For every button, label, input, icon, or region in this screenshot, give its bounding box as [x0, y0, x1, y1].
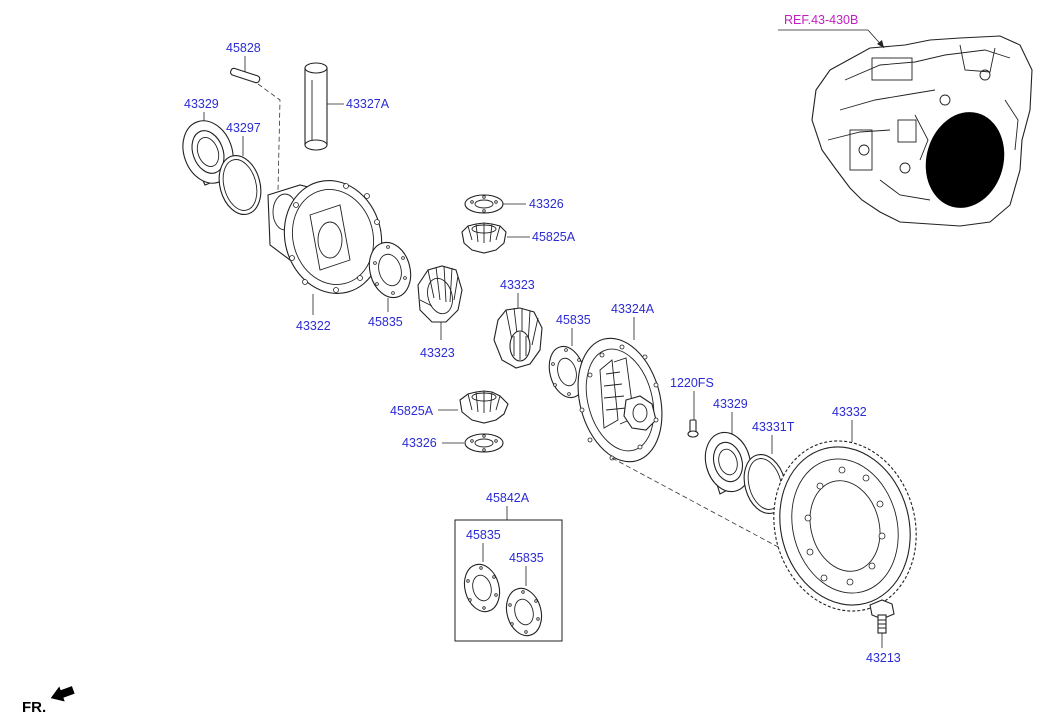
- bearing-43329-right: [704, 431, 752, 495]
- thrust-washer-43326-top: [464, 194, 504, 214]
- label-43326-top: 43326: [529, 197, 564, 211]
- label-43326-bottom: 43326: [402, 436, 437, 450]
- kit-shim-1: [463, 563, 501, 613]
- shim-45835-mid: [548, 345, 586, 399]
- side-gear-43323-right: [493, 307, 543, 369]
- pinion-gear-45825a-top: [461, 222, 507, 254]
- label-43332: 43332: [832, 405, 867, 419]
- kit-45842a-box: [454, 519, 563, 642]
- ring-gear-43332: [773, 440, 917, 612]
- pinion-gear-45825a-bottom: [459, 390, 509, 424]
- label-43323-right: 43323: [500, 278, 535, 292]
- label-43331t: 43331T: [752, 420, 795, 434]
- ref-label: REF.43-430B: [784, 13, 858, 27]
- differential-case-43322: [267, 180, 383, 294]
- label-43329-right: 43329: [713, 397, 748, 411]
- label-43327a: 43327A: [346, 97, 390, 111]
- label-45825a-bottom: 45825A: [390, 404, 434, 418]
- label-kit-shim-1: 45835: [466, 528, 501, 542]
- label-45828: 45828: [226, 41, 261, 55]
- shim-45835-left: [368, 241, 412, 299]
- side-gear-43323-left: [417, 265, 463, 323]
- label-45825a-top: 45825A: [532, 230, 576, 244]
- label-kit-shim-2: 45835: [509, 551, 544, 565]
- label-1220fs: 1220FS: [670, 376, 714, 390]
- ring-43297: [218, 155, 262, 215]
- label-45835-mid: 45835: [556, 313, 591, 327]
- label-45835-left: 45835: [368, 315, 403, 329]
- label-43323-left: 43323: [420, 346, 455, 360]
- thrust-washer-43326-bottom: [464, 433, 504, 453]
- pin-45828: [230, 67, 261, 84]
- label-43324a: 43324A: [611, 302, 655, 316]
- label-43213: 43213: [866, 651, 901, 665]
- shaft-43327a: [304, 62, 328, 151]
- housing-bore-opening: [925, 112, 1005, 208]
- front-arrow-icon: [50, 686, 75, 702]
- transaxle-housing-reference: [811, 35, 1033, 227]
- label-43297: 43297: [226, 121, 261, 135]
- label-43329-left: 43329: [184, 97, 219, 111]
- bolt-43213: [869, 599, 895, 634]
- label-43322: 43322: [296, 319, 331, 333]
- label-45842a: 45842A: [486, 491, 530, 505]
- bolt-1220fs: [687, 419, 699, 438]
- differential-case-43324a: [577, 337, 663, 463]
- front-direction-label: FR.: [22, 699, 46, 716]
- kit-shim-2: [505, 587, 543, 637]
